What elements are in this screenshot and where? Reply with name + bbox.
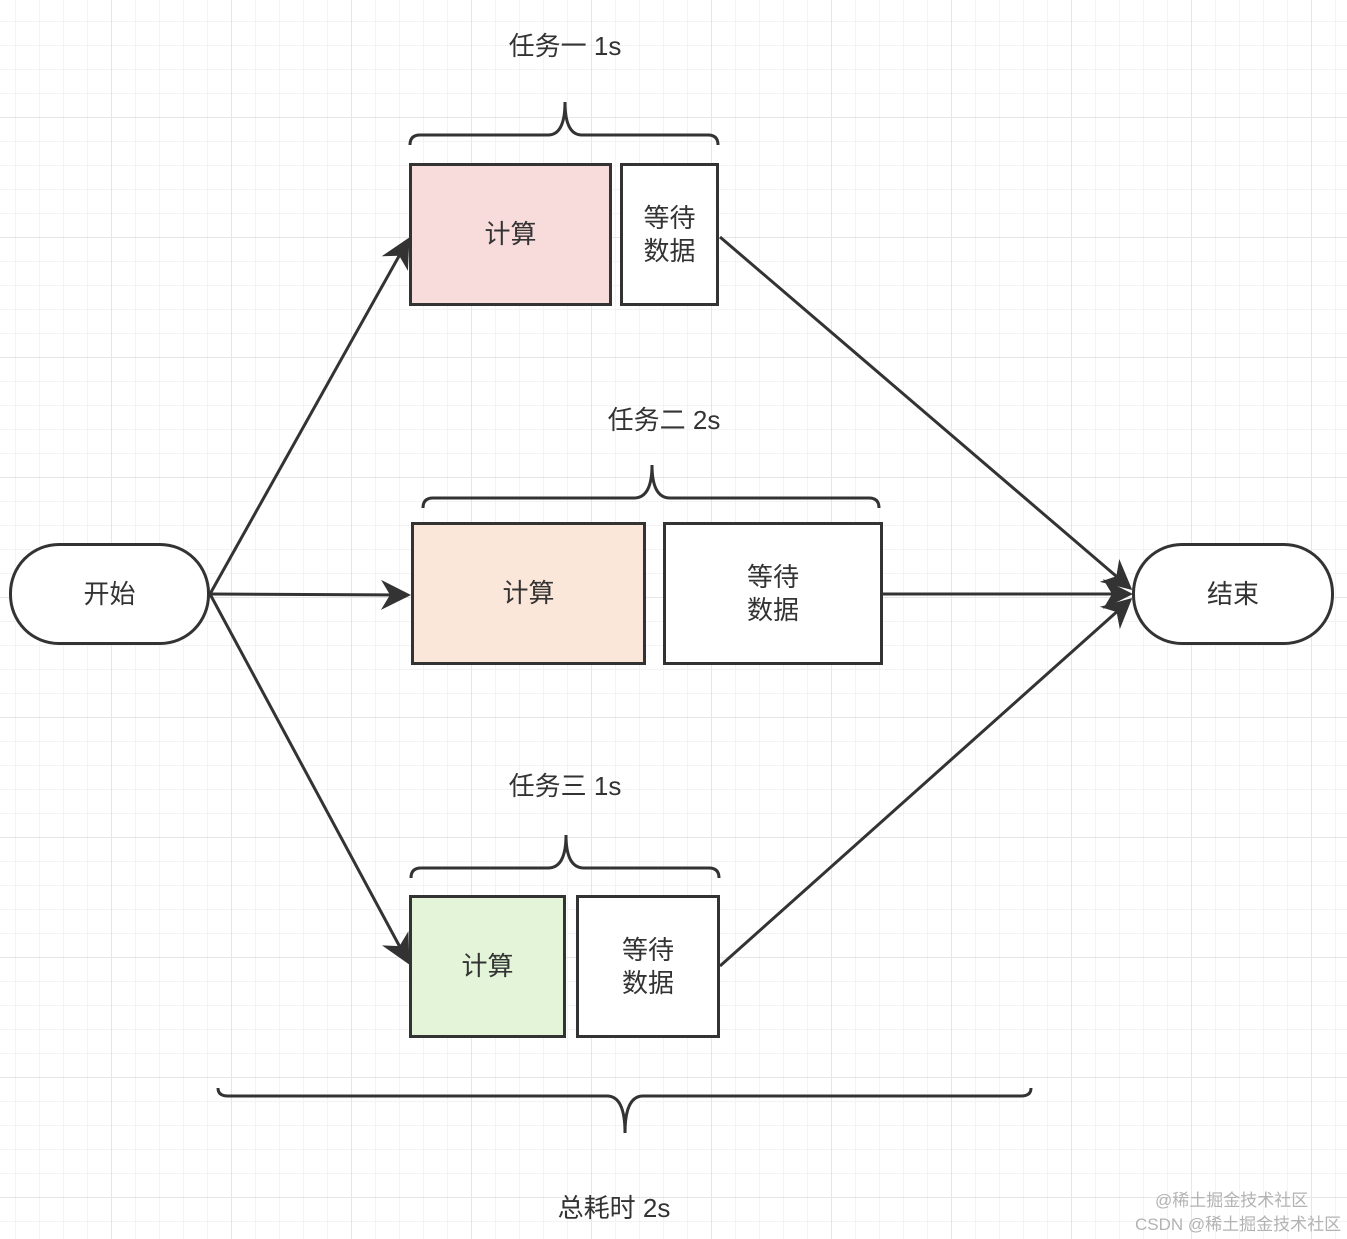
task1-wait-box: 等待 数据 (620, 163, 719, 306)
arrow-task1-to-end (719, 235, 1133, 590)
task3-brace (409, 834, 721, 879)
task3-compute-box: 计算 (409, 895, 566, 1038)
total-time-label: 总耗时 2s (557, 1193, 671, 1223)
task2-label: 任务二 2s (607, 405, 721, 435)
arrow-start-to-task2 (209, 579, 411, 610)
watermark-line2: CSDN @稀土掘金技术社区 (1135, 1215, 1342, 1234)
end-node: 结束 (1132, 543, 1334, 645)
arrow-task3-to-end (719, 598, 1133, 968)
task3-wait-box: 等待 数据 (576, 895, 720, 1038)
start-node: 开始 (9, 543, 210, 645)
task2-brace (421, 464, 881, 509)
task1-label: 任务一 1s (508, 31, 622, 61)
task1-compute-box: 计算 (409, 163, 612, 306)
arrow-start-to-task3 (208, 593, 410, 965)
task2-wait-box: 等待 数据 (663, 522, 883, 665)
task2-compute-box: 计算 (411, 522, 646, 665)
task1-brace (408, 101, 720, 146)
total-brace (216, 1087, 1033, 1134)
arrow-start-to-task1 (208, 237, 410, 595)
task3-label: 任务三 1s (508, 771, 622, 801)
watermark-line1: @稀土掘金技术社区 (1155, 1191, 1309, 1210)
